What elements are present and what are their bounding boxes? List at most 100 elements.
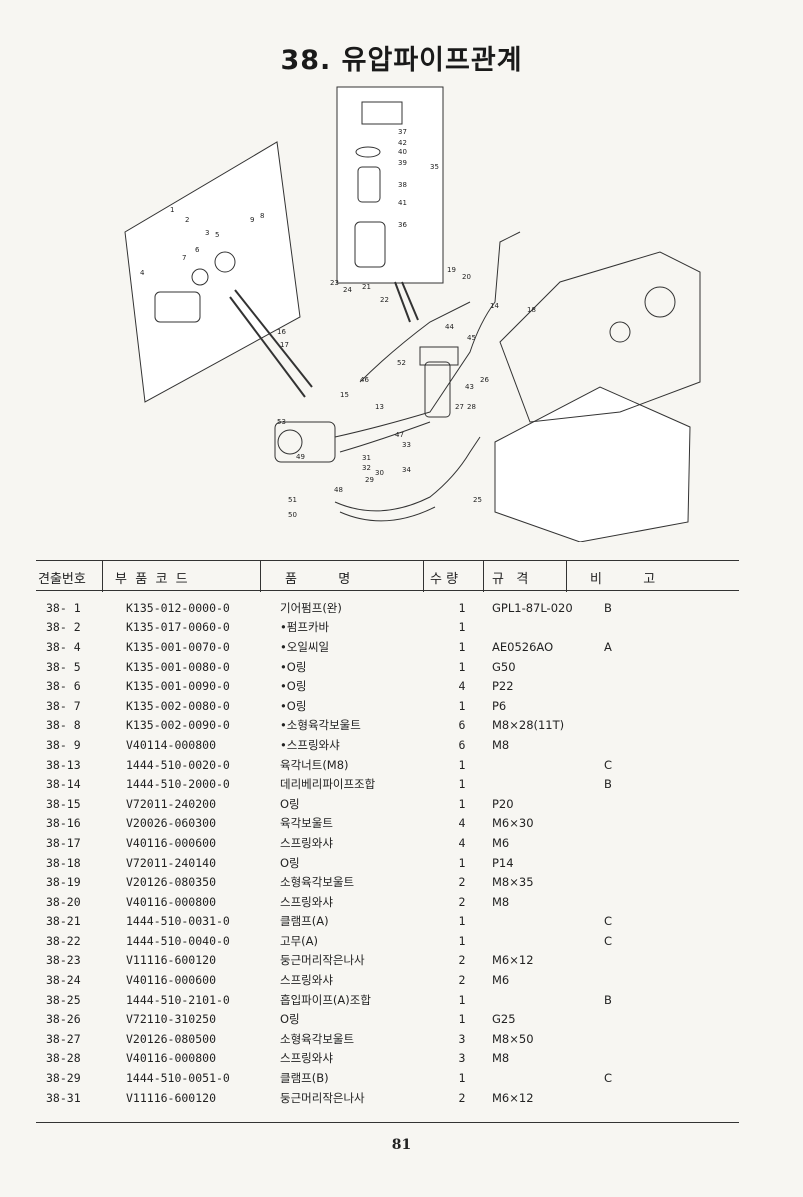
svg-text:26: 26: [480, 376, 489, 384]
part-code-cell: V40114-000800: [126, 737, 217, 752]
svg-text:34: 34: [402, 466, 411, 474]
svg-text:18: 18: [527, 306, 536, 314]
remarks-cell: [592, 853, 684, 873]
part-no-cell: 38-29: [46, 1071, 81, 1086]
quantity-cell: 1: [458, 698, 466, 713]
remarks-cell: [592, 657, 684, 677]
remarks-cell: [592, 1029, 684, 1049]
svg-text:5: 5: [215, 231, 219, 239]
svg-text:50: 50: [288, 511, 297, 519]
remarks-cell: C: [604, 914, 613, 929]
svg-text:22: 22: [380, 296, 389, 304]
part-name-cell: 소형육각보울트: [280, 875, 355, 890]
svg-text:9: 9: [250, 216, 254, 224]
remarks-cell: B: [604, 992, 612, 1007]
svg-text:46: 46: [360, 376, 369, 384]
part-no-cell: 38- 9: [46, 737, 81, 752]
spec-cell: [492, 931, 592, 951]
part-no-cell: 38- 2: [46, 620, 81, 635]
quantity-cell: 1: [458, 933, 466, 948]
spec-cell: M6: [492, 835, 510, 850]
remarks-cell: [592, 833, 684, 853]
part-code-cell: 1444-510-0020-0: [126, 757, 230, 772]
quantity-cell: 2: [458, 1090, 466, 1105]
part-name-cell: 스프링와샤: [280, 1051, 333, 1066]
part-code-cell: V72011-240200: [126, 796, 217, 811]
part-code-cell: 1444-510-0031-0: [126, 914, 230, 929]
quantity-cell: 4: [458, 835, 466, 850]
quantity-cell: 1: [458, 659, 466, 674]
svg-text:21: 21: [362, 283, 371, 291]
svg-text:33: 33: [402, 441, 411, 449]
part-name-cell: 둥근머리작은나사: [280, 953, 365, 968]
header-qty: 수 량: [430, 572, 459, 587]
part-code-cell: 1444-510-0051-0: [126, 1071, 230, 1086]
part-code-cell: K135-002-0080-0: [126, 698, 230, 713]
part-code-cell: K135-001-0090-0: [126, 679, 230, 694]
header-no: 견출번호: [38, 572, 86, 587]
svg-text:16: 16: [277, 328, 286, 336]
svg-text:28: 28: [467, 403, 476, 411]
part-code-cell: V11116-600120: [126, 953, 217, 968]
spec-cell: P20: [492, 796, 514, 811]
part-code-cell: V72110-310250: [126, 1012, 217, 1027]
svg-text:2: 2: [185, 216, 189, 224]
part-no-cell: 38-31: [46, 1090, 81, 1105]
remarks-cell: B: [604, 600, 612, 615]
svg-text:37: 37: [398, 128, 407, 136]
svg-text:20: 20: [462, 273, 471, 281]
remarks-cell: A: [604, 639, 612, 654]
svg-text:15: 15: [340, 391, 349, 399]
spec-cell: M8×28(11T): [492, 718, 565, 733]
part-no-cell: 38-20: [46, 894, 81, 909]
part-name-cell: 데리베리파이프조합: [280, 777, 376, 792]
quantity-cell: 1: [458, 992, 466, 1007]
table-top-rule: [36, 560, 739, 561]
part-no-cell: 38-15: [46, 796, 81, 811]
quantity-cell: 1: [458, 1012, 466, 1027]
spec-cell: M6: [492, 973, 510, 988]
part-no-cell: 38- 1: [46, 600, 81, 615]
quantity-cell: 6: [458, 718, 466, 733]
part-code-cell: K135-012-0000-0: [126, 600, 230, 615]
svg-text:52: 52: [397, 359, 406, 367]
part-no-cell: 38- 4: [46, 639, 81, 654]
quantity-cell: 1: [458, 639, 466, 654]
part-code-cell: 1444-510-0040-0: [126, 933, 230, 948]
svg-text:30: 30: [375, 469, 384, 477]
spec-cell: GPL1-87L-020: [492, 600, 573, 615]
svg-text:23: 23: [330, 279, 339, 287]
svg-text:13: 13: [375, 403, 384, 411]
svg-text:29: 29: [365, 476, 374, 484]
part-name-cell: 육각보울트: [280, 816, 333, 831]
table-header-rule: [36, 590, 739, 591]
header-remarks: 비 고: [590, 572, 656, 587]
spec-cell: M6×12: [492, 953, 534, 968]
quantity-cell: 2: [458, 973, 466, 988]
svg-text:53: 53: [277, 418, 286, 426]
part-name-cell: 육각너트(M8): [280, 757, 349, 772]
svg-text:32: 32: [362, 464, 371, 472]
quantity-cell: 4: [458, 816, 466, 831]
spec-cell: [492, 774, 592, 794]
svg-text:31: 31: [362, 454, 371, 462]
spec-cell: M8: [492, 1051, 510, 1066]
svg-text:43: 43: [465, 383, 474, 391]
